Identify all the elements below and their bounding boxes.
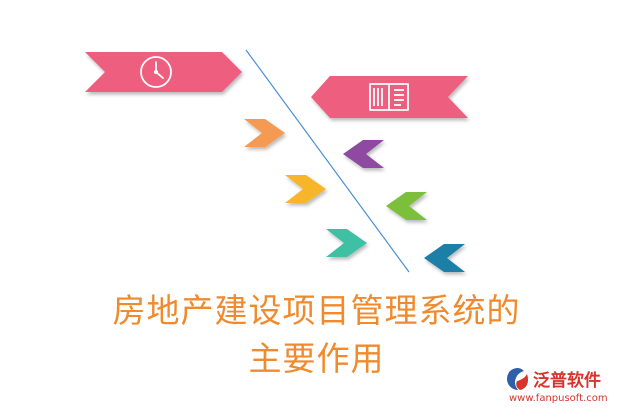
chevron-yellow (285, 175, 326, 203)
left-banner (85, 52, 242, 92)
book-icon (369, 83, 409, 111)
chevron-purple (343, 140, 384, 168)
title-line-1: 房地产建设项目管理系统的 (112, 291, 521, 330)
logo-mark-icon (507, 368, 529, 390)
right-banner (311, 76, 468, 118)
logo-name: 泛普软件 (533, 371, 601, 391)
clock-icon (140, 56, 172, 88)
chevron-blue (424, 244, 465, 272)
diagonal-divider (245, 49, 410, 273)
title-line-2: 主要作用 (248, 339, 385, 378)
company-logo: 泛普软件 www.fanpusoft.com (505, 366, 627, 412)
chevron-orange (244, 119, 285, 147)
chevron-green (386, 192, 427, 220)
chevron-teal (326, 229, 367, 257)
logo-url: www.fanpusoft.com (509, 393, 608, 404)
